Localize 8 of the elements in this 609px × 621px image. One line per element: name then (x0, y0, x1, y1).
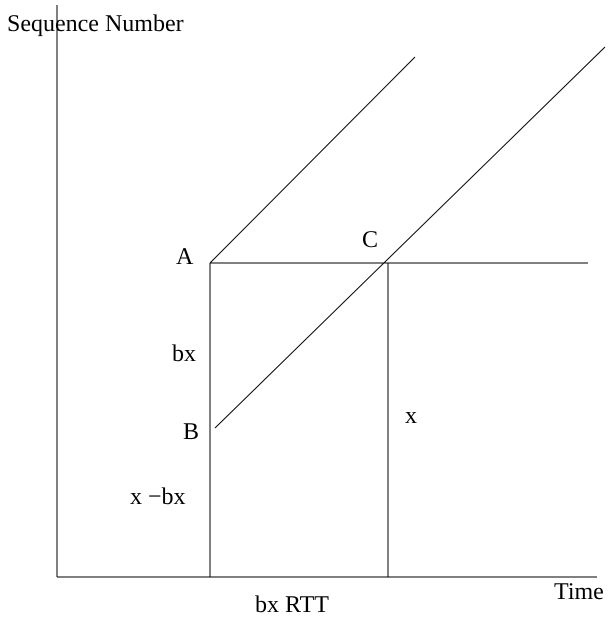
segment-label: bx RTT (255, 591, 329, 619)
segment-label: bx (172, 340, 196, 368)
point-label: C (362, 226, 378, 254)
axis-title: Time (554, 578, 604, 606)
segment-label: x (405, 402, 417, 430)
segment-label: x −bx (130, 483, 186, 511)
point-label: B (183, 418, 200, 446)
point-label: A (176, 243, 194, 271)
